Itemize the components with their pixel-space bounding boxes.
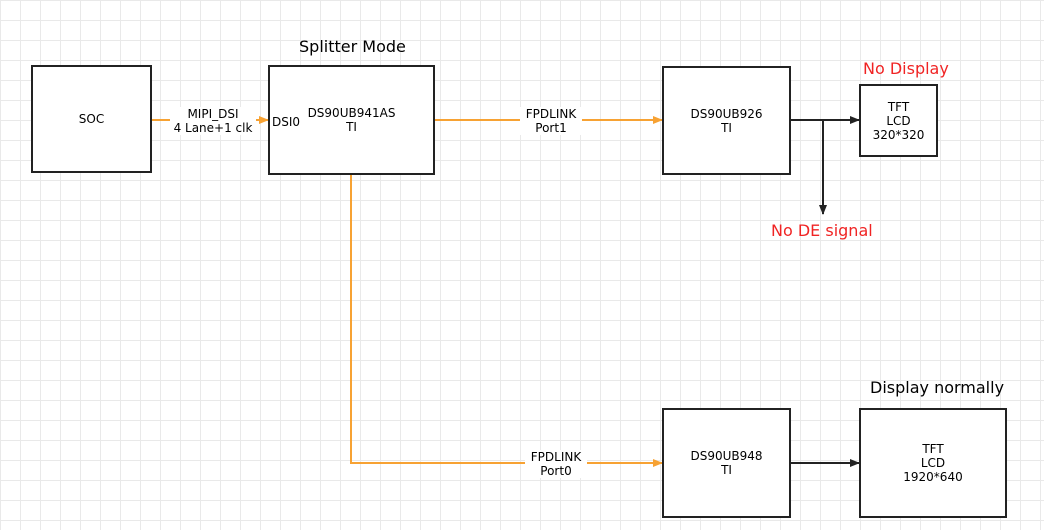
- mipi-line2: 4 Lane+1 clk: [173, 121, 253, 135]
- mipi-dsi-edge-label: MIPI_DSI 4 Lane+1 clk: [170, 107, 256, 135]
- des926-label-vendor: TI: [721, 120, 732, 135]
- no-de-signal-title: No DE signal: [771, 221, 873, 240]
- des948-label-vendor: TI: [721, 463, 732, 477]
- fpd1-line1: FPDLINK: [525, 107, 577, 121]
- lcd1-label-type: TFT: [887, 99, 910, 114]
- fpd1-line2: Port1: [535, 121, 567, 135]
- lcd1-label-kind: LCD: [886, 113, 911, 128]
- display-normally-title: Display normally: [870, 378, 1005, 397]
- tft-lcd-320-box: TFT LCD 320*320: [859, 84, 938, 157]
- dsi0-port-label: DSI0: [272, 115, 301, 129]
- ds90ub941as-box: DS90UB941AS TI DSI0: [268, 65, 435, 175]
- des926-label-part: DS90UB926: [690, 106, 763, 121]
- no-display-title: No Display: [863, 59, 949, 78]
- lcd2-label-kind: LCD: [920, 456, 946, 470]
- ds90ub926-box: DS90UB926 TI: [662, 66, 791, 175]
- fpd0-line1: FPDLINK: [530, 450, 582, 464]
- des948-label-part: DS90UB948: [690, 449, 763, 463]
- mipi-line1: MIPI_DSI: [187, 107, 239, 121]
- fpd0-line2: Port0: [540, 464, 572, 478]
- fpdlink-port0-edge-label: FPDLINK Port0: [525, 450, 587, 478]
- ser-label-part: DS90UB941AS: [307, 106, 396, 120]
- soc-box: SOC: [31, 65, 152, 173]
- lcd1-label-res: 320*320: [872, 127, 925, 142]
- soc-label: SOC: [78, 112, 105, 126]
- lcd2-label-type: TFT: [922, 442, 944, 456]
- edge-ser-to-948: [350, 175, 663, 467]
- lcd2-label-res: 1920*640: [903, 470, 963, 484]
- fpdlink-port1-edge-label: FPDLINK Port1: [520, 107, 582, 135]
- tft-lcd-1920-box: TFT LCD 1920*640: [859, 408, 1007, 518]
- ds90ub948-box: DS90UB948 TI: [662, 408, 791, 518]
- ser-label-vendor: TI: [346, 120, 357, 134]
- splitter-mode-title: Splitter Mode: [299, 37, 406, 56]
